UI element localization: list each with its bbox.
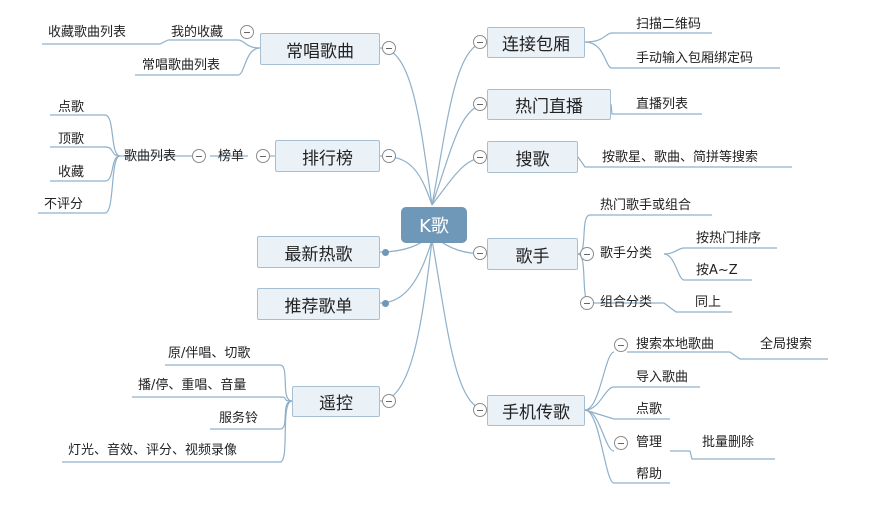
node-same-as-above[interactable]: 同上 bbox=[695, 295, 722, 310]
branch-search[interactable]: 搜歌 bbox=[487, 141, 578, 173]
branch-new-hot[interactable]: 最新热歌 bbox=[257, 236, 380, 268]
collapse-toggle-icon[interactable] bbox=[240, 25, 254, 39]
collapse-toggle-icon[interactable] bbox=[614, 436, 628, 450]
collapse-toggle-icon[interactable] bbox=[382, 41, 396, 55]
collapse-toggle-icon[interactable] bbox=[382, 394, 396, 408]
node-my-favorites[interactable]: 我的收藏 bbox=[171, 25, 224, 40]
node-search-local[interactable]: 搜索本地歌曲 bbox=[636, 337, 715, 352]
collapse-toggle-icon[interactable] bbox=[580, 296, 594, 310]
node-sort-az[interactable]: 按A~Z bbox=[696, 263, 738, 278]
node-common-list[interactable]: 常唱歌曲列表 bbox=[142, 58, 221, 73]
collapse-toggle-icon[interactable] bbox=[256, 149, 270, 163]
node-order-song[interactable]: 点歌 bbox=[636, 402, 663, 417]
branch-hot-live[interactable]: 热门直播 bbox=[487, 89, 611, 120]
branch-remote[interactable]: 遥控 bbox=[292, 386, 380, 417]
branch-favorites[interactable]: 常唱歌曲 bbox=[260, 33, 380, 65]
collapse-toggle-icon[interactable] bbox=[580, 247, 594, 261]
node-scan-qr[interactable]: 扫描二维码 bbox=[636, 17, 702, 32]
node-board[interactable]: 榜单 bbox=[218, 149, 245, 164]
node-remote-4[interactable]: 灯光、音效、评分、视频录像 bbox=[68, 443, 238, 458]
node-manual-code[interactable]: 手动输入包厢绑定码 bbox=[636, 51, 754, 66]
central-topic[interactable]: K歌 bbox=[401, 207, 467, 243]
branch-singer[interactable]: 歌手 bbox=[487, 238, 578, 270]
branch-connect-room[interactable]: 连接包厢 bbox=[487, 27, 585, 58]
collapse-toggle-icon[interactable] bbox=[473, 403, 487, 417]
branch-ranking[interactable]: 排行榜 bbox=[275, 140, 380, 172]
collapse-toggle-icon[interactable] bbox=[382, 149, 396, 163]
node-manage[interactable]: 管理 bbox=[636, 435, 663, 450]
node-action-collect[interactable]: 收藏 bbox=[58, 165, 85, 180]
collapse-toggle-icon[interactable] bbox=[473, 150, 487, 164]
leaf-dot-icon bbox=[382, 249, 389, 256]
node-remote-1[interactable]: 原/伴唱、切歌 bbox=[168, 346, 251, 361]
node-fav-list[interactable]: 收藏歌曲列表 bbox=[48, 25, 127, 40]
node-live-list[interactable]: 直播列表 bbox=[636, 97, 689, 112]
node-singer-category[interactable]: 歌手分类 bbox=[600, 246, 653, 261]
node-search-by[interactable]: 按歌星、歌曲、简拼等搜索 bbox=[602, 150, 759, 165]
node-batch-delete[interactable]: 批量删除 bbox=[702, 435, 755, 450]
node-song-list[interactable]: 歌曲列表 bbox=[124, 149, 177, 164]
node-global-search[interactable]: 全局搜索 bbox=[760, 337, 813, 352]
node-remote-3[interactable]: 服务铃 bbox=[219, 411, 259, 426]
leaf-dot-icon bbox=[382, 300, 389, 307]
collapse-toggle-icon[interactable] bbox=[473, 35, 487, 49]
collapse-toggle-icon[interactable] bbox=[192, 149, 206, 163]
collapse-toggle-icon[interactable] bbox=[473, 97, 487, 111]
node-hot-singers[interactable]: 热门歌手或组合 bbox=[600, 198, 692, 213]
collapse-toggle-icon[interactable] bbox=[473, 246, 487, 260]
node-help[interactable]: 帮助 bbox=[636, 467, 663, 482]
branch-recommend[interactable]: 推荐歌单 bbox=[257, 288, 380, 320]
node-sort-hot[interactable]: 按热门排序 bbox=[696, 231, 762, 246]
node-action-order[interactable]: 点歌 bbox=[58, 100, 85, 115]
node-action-top[interactable]: 顶歌 bbox=[58, 132, 85, 147]
branch-phone-upload[interactable]: 手机传歌 bbox=[487, 395, 585, 426]
node-import-songs[interactable]: 导入歌曲 bbox=[636, 370, 689, 385]
collapse-toggle-icon[interactable] bbox=[614, 338, 628, 352]
node-remote-2[interactable]: 播/停、重唱、音量 bbox=[138, 378, 247, 393]
node-group-category[interactable]: 组合分类 bbox=[600, 295, 653, 310]
node-action-no-rating[interactable]: 不评分 bbox=[44, 197, 84, 212]
